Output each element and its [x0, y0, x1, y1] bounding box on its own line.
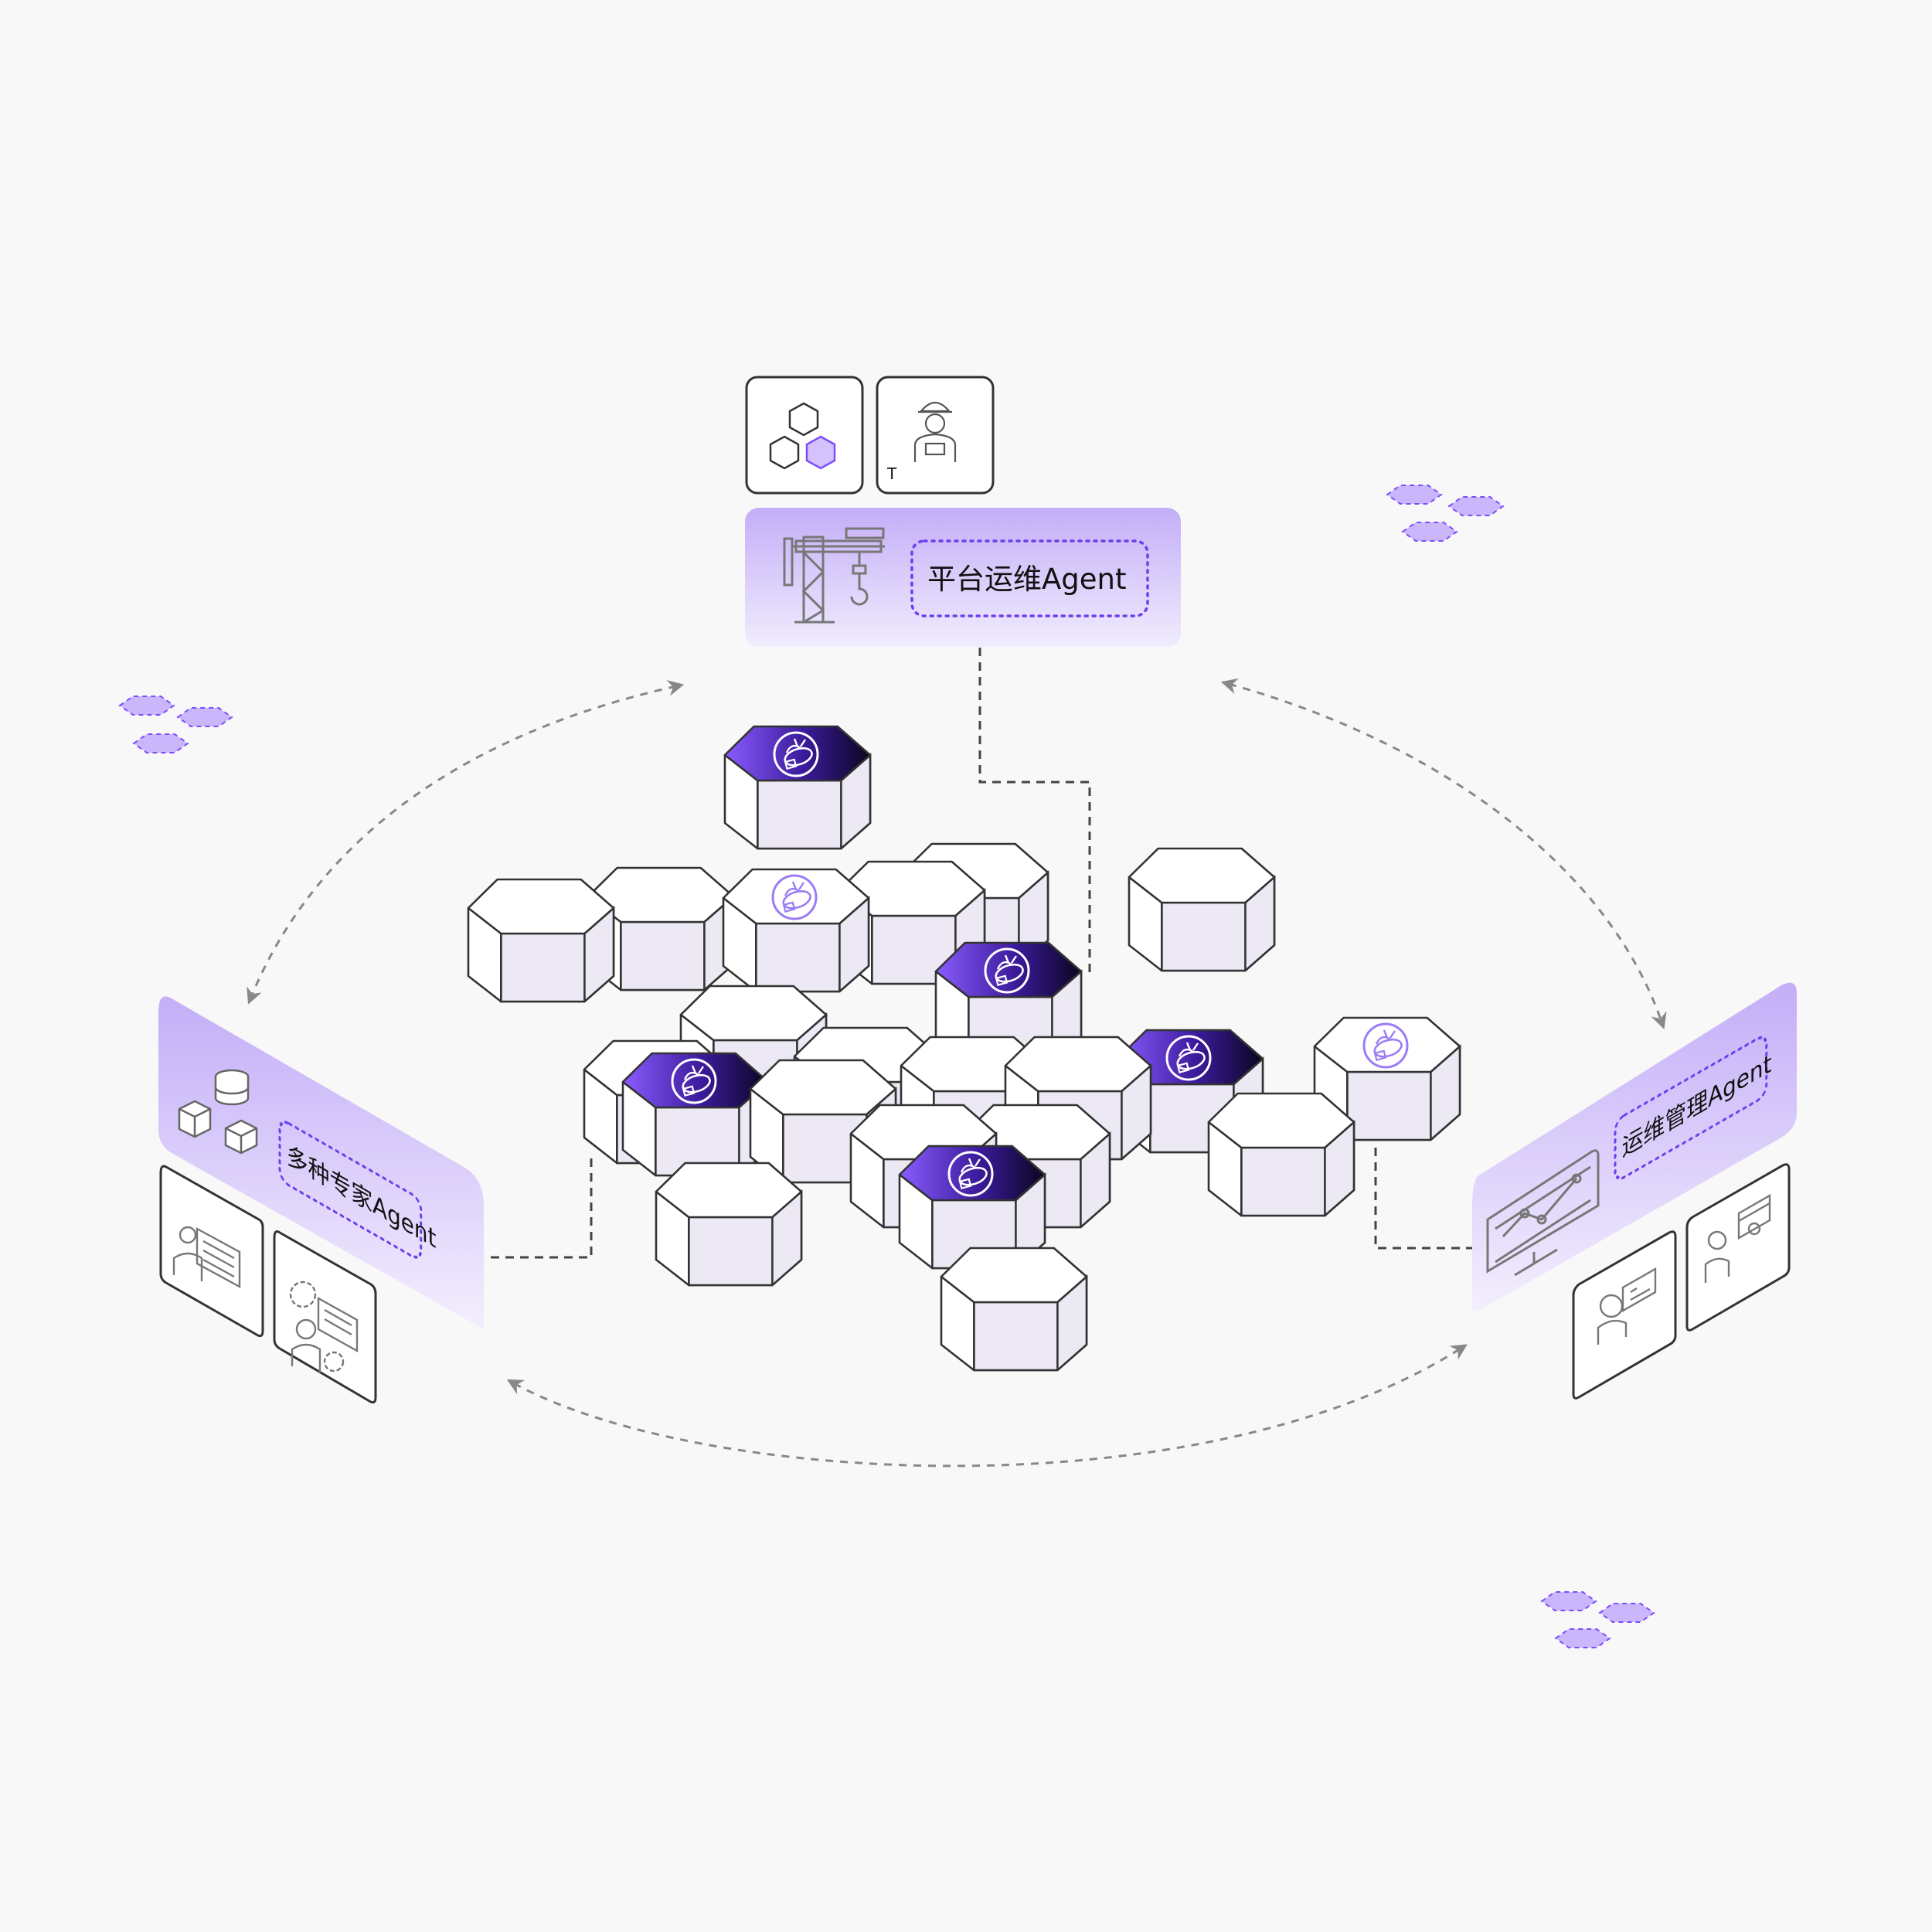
connector-platform [978, 648, 1091, 975]
connector-management [1374, 1144, 1475, 1250]
experts-card-gear[interactable] [273, 1230, 377, 1404]
management-agent-label-box [1614, 1036, 1768, 1180]
experts-agent-label-box [278, 1121, 423, 1259]
hex-block [1128, 847, 1276, 972]
agent-hex-active [723, 725, 872, 850]
decorative-hex-cluster-top-right [1386, 485, 1504, 542]
manager-card-icon [1597, 1267, 1657, 1345]
agent-hex-active [898, 1145, 1046, 1270]
experts-card-document[interactable] [159, 1165, 264, 1338]
connection-arrows [247, 648, 1667, 1468]
management-agent-panel [1472, 982, 1797, 1311]
arrow-top-right [1220, 678, 1667, 1029]
management-card-manager[interactable] [1572, 1230, 1677, 1400]
agent-hex-idle [1313, 1016, 1461, 1141]
management-agent-group: 运维管理Agent [1472, 982, 1797, 1400]
experts-agent-group: 多种专家Agent [158, 996, 484, 1404]
hex-block [1207, 1092, 1355, 1217]
decorative-hex-cluster-bottom-right [1541, 1591, 1655, 1648]
hex-block [655, 1162, 803, 1287]
agent-hex-idle [722, 868, 870, 993]
platform-agent-panel [745, 508, 1181, 647]
crane-icon [783, 527, 885, 624]
expert-document-icon [172, 1226, 241, 1289]
admin-card-icon [1704, 1193, 1771, 1283]
connector-experts [491, 1158, 593, 1259]
platform-agent-group: T 平台运维Agent [745, 376, 1181, 647]
hex-block [940, 1247, 1088, 1372]
hex-block [467, 878, 615, 1003]
arrow-bottom [506, 1344, 1468, 1468]
engineer-icon [913, 401, 957, 462]
agent-hex-grid [467, 725, 1461, 1372]
expert-gear-icon [289, 1281, 359, 1372]
platform-card-engineer[interactable]: T [876, 376, 995, 495]
hexagon-cluster-icon [769, 402, 836, 470]
platform-agent-label: 平台运维Agent [927, 563, 1127, 596]
agent-hex-active [621, 1052, 770, 1177]
decorative-hex-cluster-left [119, 696, 233, 753]
hex-block [587, 866, 735, 992]
database-cubes-icon [178, 1069, 258, 1155]
arrow-top-left [247, 680, 685, 1005]
monitor-chart-icon [1486, 1149, 1600, 1277]
platform-agent-label-box [910, 539, 1149, 617]
engineer-card-label: T [886, 464, 897, 483]
platform-card-hexagons[interactable] [745, 376, 864, 495]
management-card-admin[interactable] [1685, 1163, 1791, 1332]
